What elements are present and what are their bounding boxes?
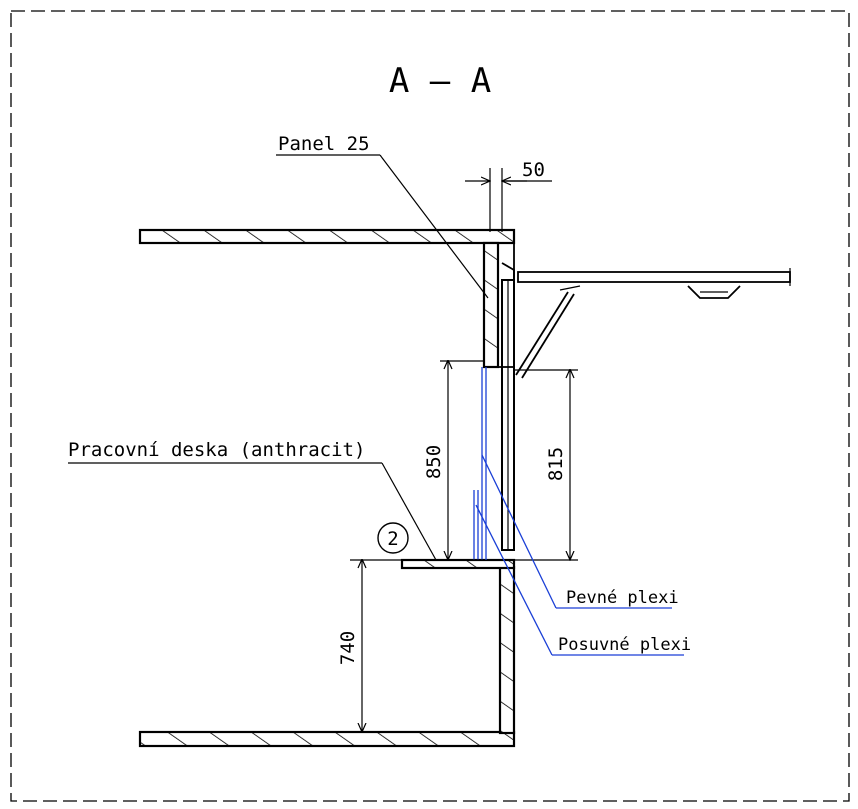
position-marker	[377, 522, 409, 554]
upper-panel	[482, 241, 500, 369]
gas-strut	[515, 291, 569, 376]
worktop	[400, 558, 516, 570]
lower-panel	[498, 565, 516, 735]
dim-opening-height: 815	[545, 447, 567, 481]
position-number: 2	[387, 528, 398, 550]
open-flap	[517, 271, 791, 283]
top-shelf	[138, 228, 516, 245]
label-sliding-plexi: Posuvné plexi	[558, 635, 691, 655]
flap-handle	[687, 285, 741, 299]
drawing-frame	[10, 10, 850, 802]
dim-worktop-height: 740	[337, 631, 359, 665]
bottom-shelf	[138, 730, 516, 748]
section-title: A – A	[389, 61, 491, 101]
label-panel: Panel 25	[278, 133, 370, 155]
label-worktop: Pracovní deska (anthracit)	[68, 439, 365, 461]
label-fixed-plexi: Pevné plexi	[566, 588, 679, 608]
dim-plexi-height: 850	[423, 445, 445, 479]
dim-panel-gap: 50	[522, 159, 545, 181]
